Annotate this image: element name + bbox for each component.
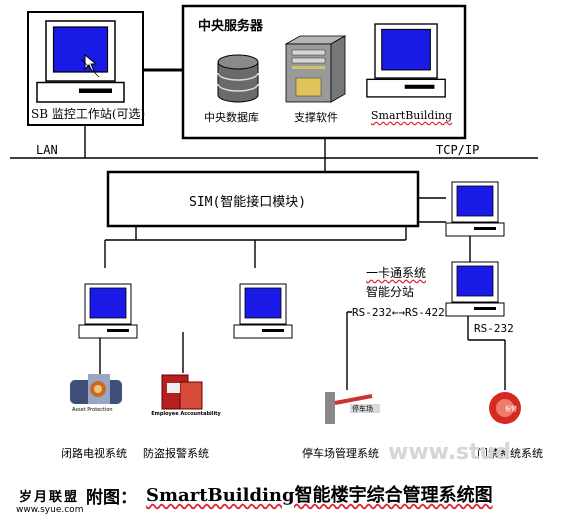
cctv-label: 闭路电视系统 [61,447,127,460]
parking-caption: 停车场 [352,405,373,413]
tcpip-label: TCP/IP [436,143,480,157]
parking-label: 停车场管理系统 [302,447,379,460]
caption-prefix: 附图： [86,488,137,508]
central-server-title: 中央服务器 [198,19,264,34]
sim-module-box [106,170,420,228]
barrier-gate-icon [325,392,380,424]
caption-title: SmartBuilding智能楼宇综合管理系统图 [146,485,493,506]
rs232-422-label: RS-232←→RS-422 [352,306,445,319]
sim-side-computer [445,181,505,237]
network-lines [10,68,538,390]
lan-label: LAN [36,143,58,157]
access-control-label: 门禁系统系统 [477,447,543,460]
sim-label: SIM(智能接口模块) [189,195,307,210]
camera-caption: Asset Protection [72,407,113,413]
cursor-icon [80,53,100,78]
camera-icon [70,374,122,404]
database-icon [217,54,259,103]
watermark-brand: 岁月联盟 [19,490,80,505]
alarm-label: 防盗报警系统 [143,447,209,460]
watermark-url: www.syue.com [16,505,84,515]
alarm-button-caption: 报警 [505,406,518,413]
alarm-button-icon [489,392,521,424]
software-label: 支撑软件 [294,111,338,124]
database-label: 中央数据库 [204,111,259,124]
smartbuilding-computer [366,23,446,98]
watermark-faint: www.stud [388,440,511,465]
server-tower-icon [284,35,347,103]
rs232-label: RS-232 [474,322,514,335]
smartbuilding-label: SmartBuilding [371,109,453,122]
alarm-panel-icon [161,374,203,410]
card-station-label: 智能分站 [366,285,415,299]
cctv-computer [78,283,138,339]
card-system-computer [445,261,505,317]
workstation-computer [36,20,125,103]
card-system-label: 一卡通系统 [366,266,427,280]
alarm-caption: Employee Accountability [151,411,221,417]
workstation-label: SB 监控工作站(可选) [31,107,146,121]
middle-computer [233,283,293,339]
